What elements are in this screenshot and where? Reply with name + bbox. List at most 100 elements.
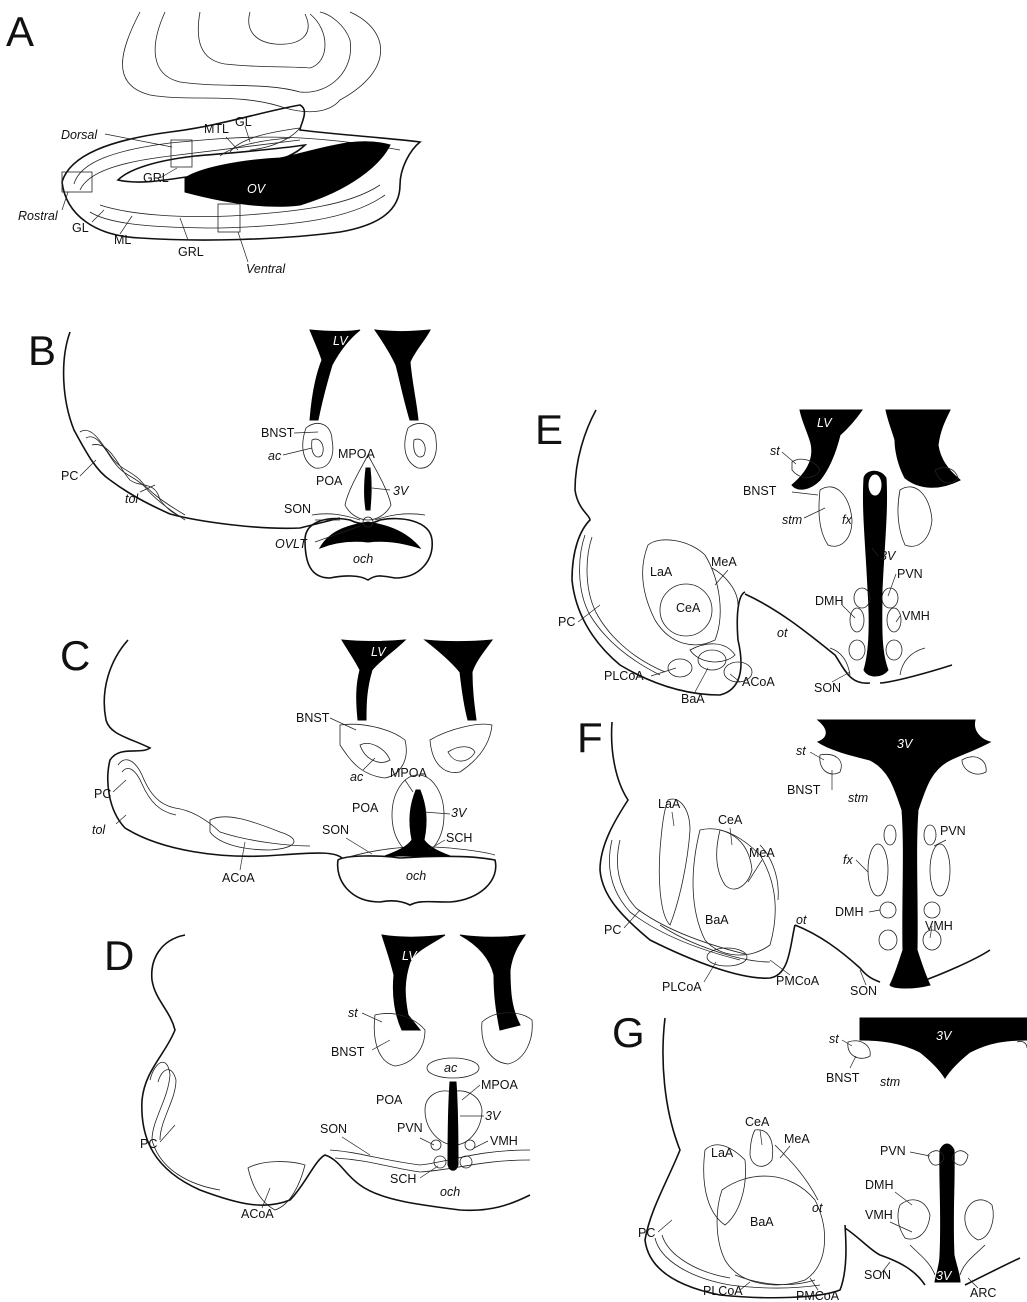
label-stm: stm [880, 1075, 900, 1089]
label-dmh: DMH [865, 1178, 893, 1192]
label-dmh: DMH [815, 594, 843, 608]
label-3v: 3V [485, 1109, 502, 1123]
panel-g: G 3V 3V st BNST stm CeA MeA PVN LaA DMH … [612, 1009, 1027, 1302]
label-acoa: ACoA [241, 1207, 274, 1221]
label-laa: LaA [650, 565, 673, 579]
label-st: st [796, 744, 806, 758]
label-3v-top: 3V [936, 1029, 953, 1043]
label-grl-top: GRL [143, 171, 169, 185]
label-mpoa: MPOA [481, 1078, 518, 1092]
label-och: och [406, 869, 426, 883]
panel-letter-b: B [28, 327, 56, 374]
label-pvn: PVN [940, 824, 966, 838]
label-mea: MeA [784, 1132, 810, 1146]
label-pvn: PVN [880, 1144, 906, 1158]
label-plcoa: PLCoA [703, 1284, 743, 1298]
label-lv: LV [371, 645, 387, 659]
label-fx: fx [843, 853, 853, 867]
label-bnst: BNST [261, 426, 295, 440]
label-pc: PC [638, 1226, 655, 1240]
label-fx: fx [842, 513, 852, 527]
label-cea: CeA [676, 601, 701, 615]
label-laa: LaA [711, 1146, 734, 1160]
label-stm: stm [782, 513, 802, 527]
label-arc: ARC [970, 1286, 996, 1300]
label-rostral: Rostral [18, 209, 59, 223]
label-lv: LV [333, 334, 349, 348]
label-3v: 3V [880, 549, 897, 563]
panel-b: B LV BNST ac MPOA POA 3V PC SON OVLT tol… [28, 327, 436, 580]
label-bnst: BNST [296, 711, 330, 725]
label-poa: POA [352, 801, 379, 815]
panel-c: C LV BNST ac MPOA POA 3V PC tol SON SCH … [60, 632, 496, 905]
label-bnst: BNST [743, 484, 777, 498]
label-pmcoa: PMCoA [776, 974, 820, 988]
label-acoa: ACoA [222, 871, 255, 885]
label-ac: ac [444, 1061, 458, 1075]
label-ac: ac [268, 449, 282, 463]
label-baa: BaA [681, 692, 705, 706]
label-bnst: BNST [826, 1071, 860, 1085]
label-son: SON [814, 681, 841, 695]
label-dorsal: Dorsal [61, 128, 98, 142]
label-3v: 3V [451, 806, 468, 820]
label-cea: CeA [718, 813, 743, 827]
label-plcoa: PLCoA [604, 669, 644, 683]
panel-letter-a: A [6, 8, 34, 55]
label-son: SON [284, 502, 311, 516]
label-ot: ot [796, 913, 807, 927]
label-laa: LaA [658, 797, 681, 811]
label-ot: ot [812, 1201, 823, 1215]
label-vmh: VMH [925, 919, 953, 933]
label-st: st [348, 1006, 358, 1020]
label-mpoa: MPOA [338, 447, 375, 461]
label-vmh: VMH [490, 1134, 518, 1148]
label-acoa: ACoA [742, 675, 775, 689]
label-pc: PC [94, 787, 111, 801]
label-son: SON [322, 823, 349, 837]
label-son: SON [320, 1122, 347, 1136]
label-ml: ML [114, 233, 131, 247]
label-pc: PC [604, 923, 621, 937]
label-bnst: BNST [331, 1045, 365, 1059]
label-pvn: PVN [397, 1121, 423, 1135]
label-tol: tol [92, 823, 106, 837]
label-vmh: VMH [865, 1208, 893, 1222]
panel-letter-g: G [612, 1009, 645, 1056]
label-gl-top: GL [235, 115, 252, 129]
label-son: SON [864, 1268, 891, 1282]
panel-a: A OV Dorsal MTL GL GRL [6, 8, 420, 276]
label-gl: GL [72, 221, 89, 235]
label-mpoa: MPOA [390, 766, 427, 780]
panel-letter-e: E [535, 406, 563, 453]
panel-e: E LV st BNST stm fx [535, 406, 960, 706]
panel-d: D LV ac st BNST MPOA POA 3V SON PVN VMH … [104, 932, 532, 1221]
label-st: st [829, 1032, 839, 1046]
label-pvn: PVN [897, 567, 923, 581]
label-poa: POA [316, 474, 343, 488]
label-3v-bottom: 3V [936, 1269, 953, 1283]
panel-letter-f: F [577, 714, 603, 761]
panel-letter-c: C [60, 632, 90, 679]
box-rostral [62, 172, 92, 192]
label-vmh: VMH [902, 609, 930, 623]
label-stm: stm [848, 791, 868, 805]
label-plcoa: PLCoA [662, 980, 702, 994]
label-sch: SCH [446, 831, 472, 845]
label-mea: MeA [749, 846, 775, 860]
label-pc: PC [61, 469, 78, 483]
panel-letter-d: D [104, 932, 134, 979]
label-3v: 3V [897, 737, 914, 751]
label-bnst: BNST [787, 783, 821, 797]
label-mtl: MTL [204, 122, 229, 136]
label-lv: LV [402, 949, 418, 963]
label-cea: CeA [745, 1115, 770, 1129]
label-ovlt: OVLT [275, 537, 308, 551]
label-son: SON [850, 984, 877, 998]
label-ac: ac [350, 770, 364, 784]
label-lv: LV [817, 416, 833, 430]
label-baa: BaA [705, 913, 729, 927]
label-ov: OV [247, 182, 267, 196]
label-pmcoa: PMCoA [796, 1289, 840, 1302]
